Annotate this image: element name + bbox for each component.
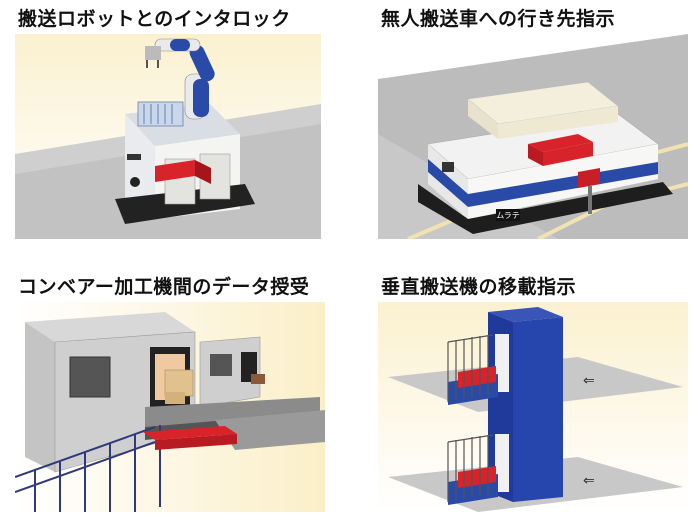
panel-title: コンベアー加工機間のデータ授受: [18, 276, 310, 298]
agv-destination-illustration: ムラテ: [378, 34, 688, 239]
vertical-lifter: [488, 307, 563, 502]
vertical-transfer-illustration: ⇐ ⇐: [378, 302, 688, 514]
agv-badge: ムラテ: [496, 209, 520, 221]
lower-stage: [447, 434, 498, 505]
conveyor-data-illustration: [15, 302, 325, 512]
panel-title: 無人搬送車への行き先指示: [381, 8, 616, 30]
safety-railing: [15, 425, 161, 512]
panel-title: 垂直搬送機の移載指示: [381, 276, 577, 298]
signal-beam: [155, 160, 195, 182]
svg-text:⇐: ⇐: [583, 473, 595, 489]
signal-beam: [528, 134, 593, 152]
signal-beam: [143, 426, 237, 440]
svg-text:⇐: ⇐: [583, 373, 595, 389]
machining-center-2: [199, 336, 261, 408]
robot-arm: [145, 38, 215, 120]
panel-title: 搬送ロボットとのインタロック: [18, 8, 291, 30]
robot-interlock-illustration: [15, 34, 321, 239]
svg-text:ムラテ: ムラテ: [496, 211, 520, 220]
upper-stage: [447, 334, 498, 405]
floor-post: [588, 186, 592, 214]
